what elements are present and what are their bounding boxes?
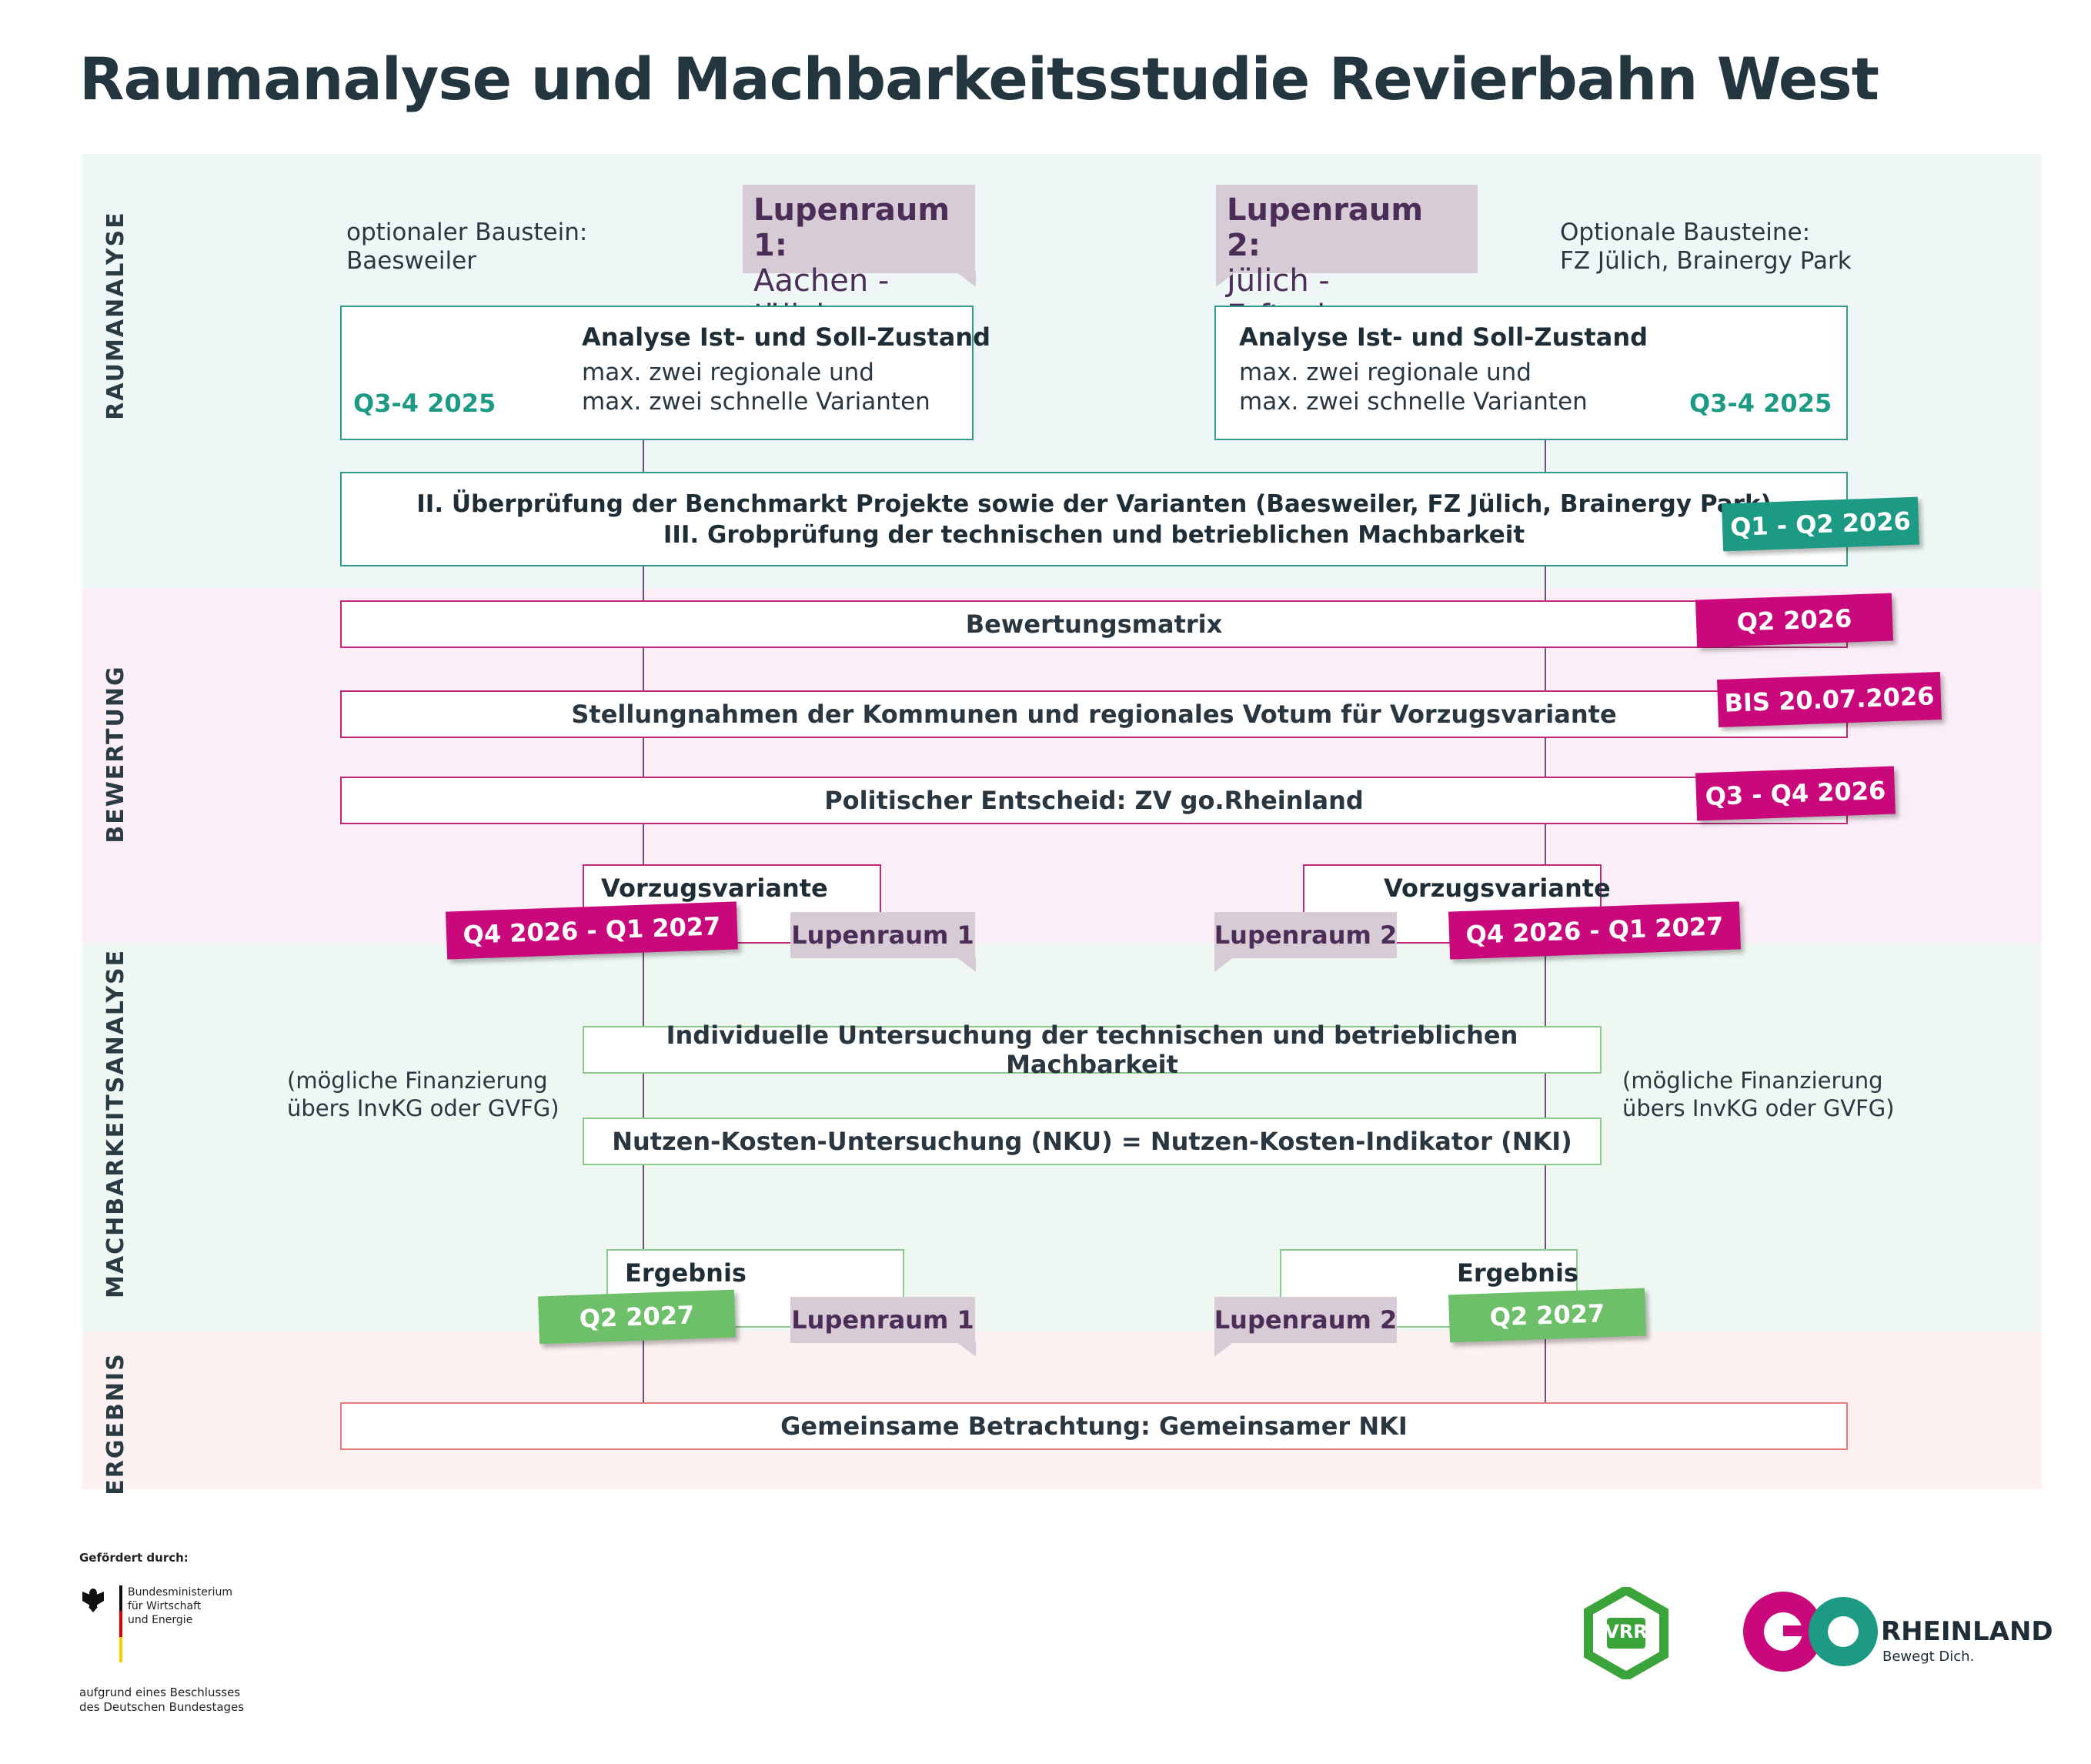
lupenraum-2-title: Lupenraum 2: — [1227, 192, 1424, 263]
check-date-tag: Q1 - Q2 2026 — [1721, 496, 1920, 552]
section-label-bewertung: BEWERTUNG — [102, 665, 129, 844]
analyse-right-line1: max. zwei regionale und — [1239, 359, 1532, 386]
finanzierung-left-line1: (mögliche Finanzierung — [287, 1067, 548, 1094]
bewertungsmatrix-date-tag: Q2 2026 — [1695, 593, 1894, 648]
bmwe-line-1: Bundesministerium — [128, 1586, 232, 1599]
ergebnis-left-date: Q2 2027 — [537, 1289, 737, 1345]
finanzierung-left-line2: übers InvKG oder GVFG) — [287, 1095, 559, 1121]
optional-right-label: Optionale Bausteine: — [1560, 219, 1811, 246]
analyse-left-line1: max. zwei regionale und — [582, 359, 874, 386]
optional-left-value: Baesweiler — [346, 247, 476, 275]
individuelle-untersuchung-box: Individuelle Untersuchung der technische… — [583, 1021, 1602, 1079]
bmwe-line-2: für Wirtschaft — [128, 1600, 202, 1612]
lupenraum-2-tag-bewertung-pointer — [1214, 957, 1234, 972]
vrr-logo-text: VRR — [1605, 1621, 1648, 1642]
gemeinsame-betrachtung-box: Gemeinsame Betrachtung: Gemeinsamer NKI — [340, 1402, 1848, 1450]
lupenraum-1-tag-machbarkeit-pointer — [956, 1341, 976, 1357]
lupenraum-2-tag-bewertung: Lupenraum 2 — [1214, 912, 1397, 958]
ergebnis-left-label: Ergebnis — [625, 1258, 747, 1288]
beschluss-text: aufgrund eines Beschlusses des Deutschen… — [79, 1685, 244, 1715]
section-label-ergebnis: ERGEBNIS — [102, 1352, 129, 1495]
lupenraum-1-tag-machbarkeit: Lupenraum 1 — [790, 1297, 975, 1343]
page-title: Raumanalyse und Machbarkeitsstudie Revie… — [79, 45, 1879, 113]
lupenraum-1-tag-bewertung-pointer — [956, 957, 976, 972]
vrr-logo: VRR — [1584, 1585, 1668, 1682]
politik-date-tag: Q3 - Q4 2026 — [1695, 766, 1896, 821]
lupenraum-2-pointer — [1216, 272, 1236, 287]
section-label-machbarkeit: MACHBARKEITSANALYSE — [102, 948, 129, 1298]
go-rheinland-logo — [1741, 1585, 1895, 1678]
analyse-right-title: Analyse Ist- und Soll-Zustand — [1239, 322, 1648, 352]
lupenraum-1-tag-bewertung: Lupenraum 1 — [790, 912, 975, 958]
lupenraum-2-callout: Lupenraum 2: Jülich - Erftachse — [1216, 185, 1478, 334]
vorzugsvariante-left-label: Vorzugsvariante — [601, 874, 828, 903]
vorzugsvariante-right-date: Q4 2026 - Q1 2027 — [1448, 901, 1741, 960]
analyse-box-left: Analyse Ist- und Soll-Zustand max. zwei … — [340, 306, 990, 440]
flag-stripe — [119, 1585, 122, 1662]
section-label-raumanalyse: RAUMANALYSE — [102, 211, 129, 420]
analyse-right-line2: max. zwei schnelle Varianten — [1239, 388, 1588, 416]
analyse-left-line2: max. zwei schnelle Varianten — [582, 388, 930, 416]
nku-box: Nutzen-Kosten-Untersuchung (NKU) = Nutze… — [583, 1118, 1602, 1165]
check-line-1: II. Überprüfung der Benchmarkt Projekte … — [416, 489, 1772, 518]
lupenraum-1-pointer — [956, 272, 976, 287]
finanzierung-right-line1: (mögliche Finanzierung — [1622, 1067, 1883, 1094]
check-box: II. Überprüfung der Benchmarkt Projekte … — [340, 472, 1848, 566]
beschluss-line-1: aufgrund eines Beschlusses — [79, 1685, 241, 1699]
gefoerdert-label: Gefördert durch: — [79, 1551, 189, 1565]
go-rheinland-wordmark: RHEINLAND — [1881, 1616, 2053, 1647]
lupenraum-2-tag-machbarkeit-pointer — [1214, 1341, 1234, 1357]
vorzugsvariante-left-date: Q4 2026 - Q1 2027 — [446, 901, 738, 960]
bewertungsmatrix-box: Bewertungsmatrix — [340, 600, 1848, 648]
ergebnis-right-date: Q2 2027 — [1448, 1288, 1647, 1343]
optional-left-label: optionaler Baustein: — [346, 219, 588, 246]
vorzugsvariante-right-label: Vorzugsvariante — [1384, 874, 1611, 903]
politik-box: Politischer Entscheid: ZV go.Rheinland — [340, 777, 1848, 824]
bmwe-line-3: und Energie — [128, 1614, 193, 1626]
beschluss-line-2: des Deutschen Bundestages — [79, 1700, 245, 1714]
federal-eagle-icon — [79, 1585, 107, 1613]
check-line-2: III. Grobprüfung der technischen und bet… — [663, 520, 1525, 549]
optional-right-value: FZ Jülich, Brainergy Park — [1560, 247, 1852, 275]
bmwe-text: Bundesministerium für Wirtschaft und Ene… — [128, 1585, 232, 1627]
lupenraum-1-title: Lupenraum 1: — [753, 192, 950, 263]
go-rheinland-claim: Bewegt Dich. — [1882, 1649, 1975, 1665]
ergebnis-right-label: Ergebnis — [1457, 1258, 1578, 1288]
stellungnahmen-box: Stellungnahmen der Kommunen und regional… — [340, 690, 1848, 738]
analyse-box-right: Analyse Ist- und Soll-Zustand max. zwei … — [1214, 306, 1848, 440]
analyse-right-date: Q3-4 2025 — [1689, 389, 1832, 418]
lupenraum-2-tag-machbarkeit: Lupenraum 2 — [1214, 1297, 1397, 1343]
stellungnahmen-date-tag: BIS 20.07.2026 — [1717, 671, 1942, 728]
analyse-left-title: Analyse Ist- und Soll-Zustand — [582, 322, 990, 352]
finanzierung-right-line2: übers InvKG oder GVFG) — [1622, 1095, 1895, 1121]
lupenraum-1-callout: Lupenraum 1: Aachen - Jülich — [743, 185, 975, 334]
analyse-left-date: Q3-4 2025 — [353, 389, 496, 418]
